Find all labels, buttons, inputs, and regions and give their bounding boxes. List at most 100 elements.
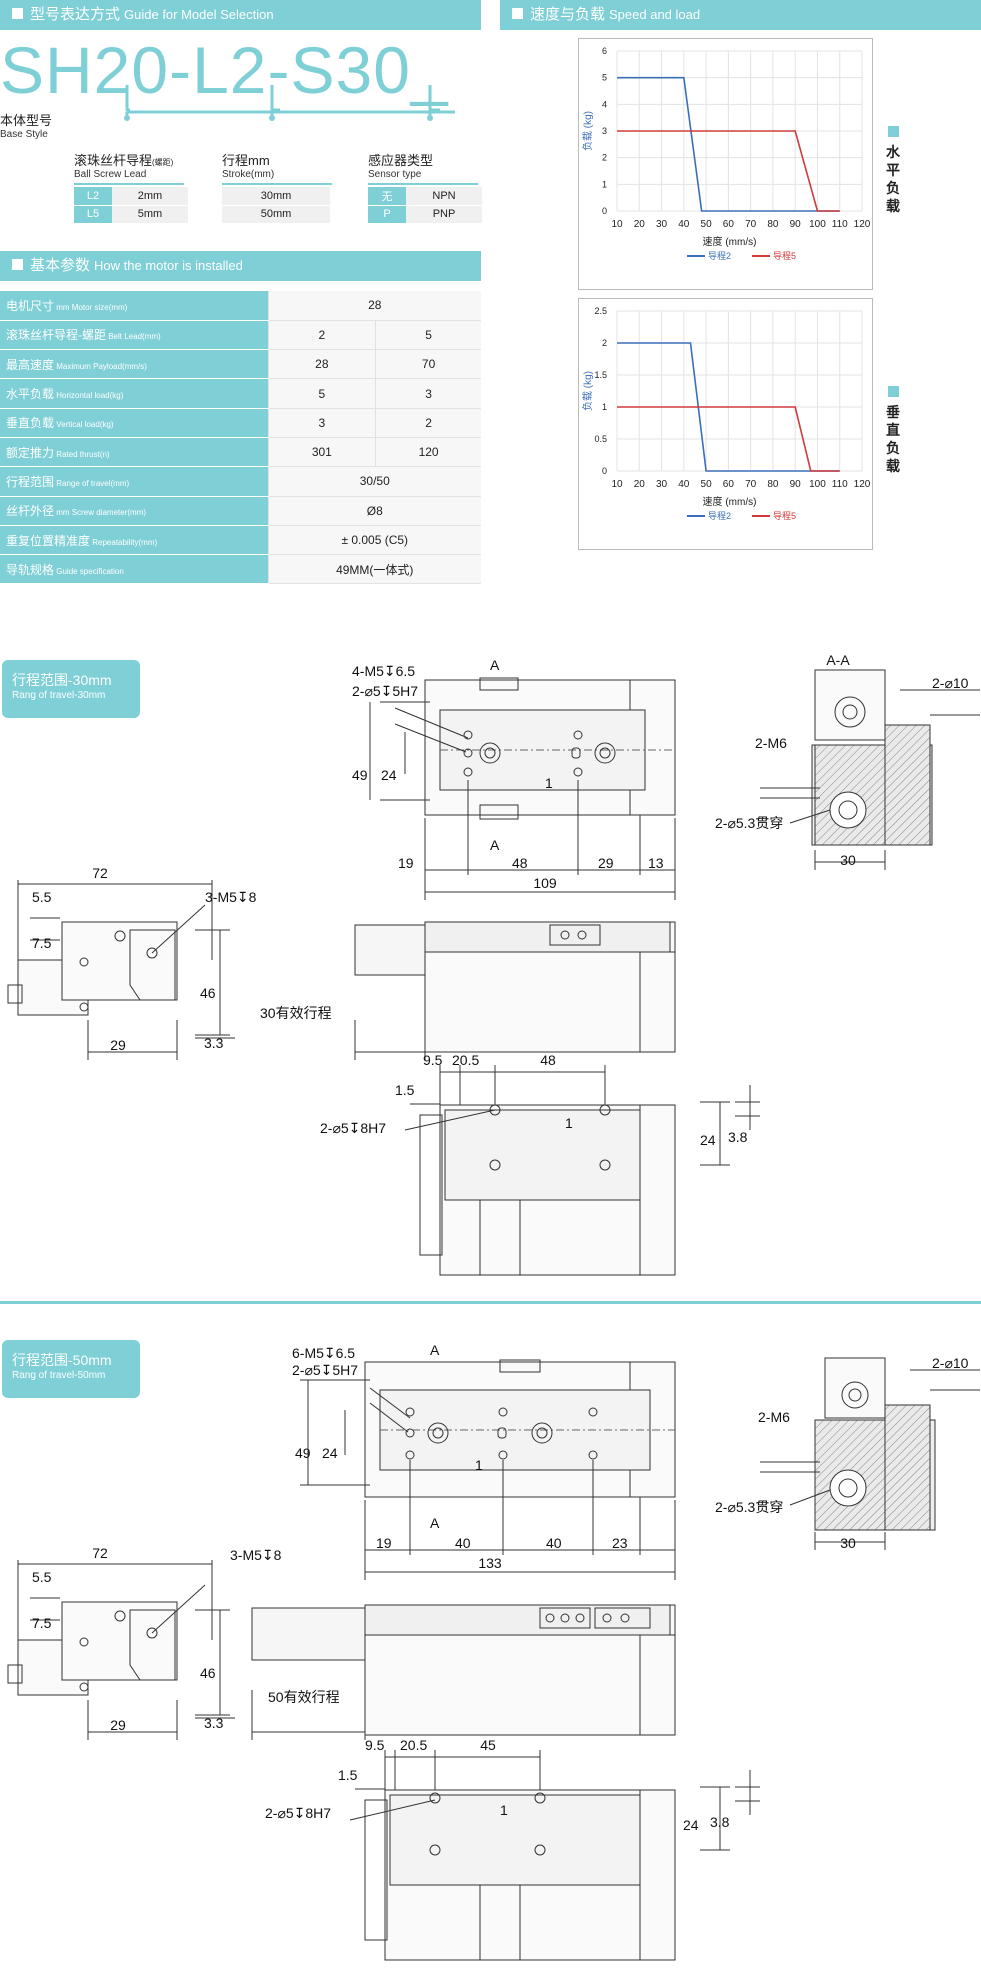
param-label: 水平负载 Horizontal load(kg) [0, 378, 268, 409]
tag-cn: 行程范围-30mm [12, 672, 112, 688]
legend-label: 导程5 [773, 251, 796, 261]
base-en: Base Style [0, 129, 48, 140]
dimension-label: 3.8 [710, 1814, 730, 1830]
dimension-label: 24 [381, 767, 397, 783]
table-row: 电机尺寸 mm Motor size(mm)28 [0, 291, 481, 321]
y-tick-label: 0 [602, 206, 607, 216]
horizontal-load-tag: 水平负载 [885, 126, 901, 215]
param-value: 28 [267, 349, 376, 380]
tag-en: Rang of travel-30mm [12, 690, 106, 701]
cell: 2mm [112, 187, 188, 206]
x-tick-label: 10 [611, 479, 623, 490]
tag-cn: 行程范围-50mm [12, 1352, 112, 1368]
square-bullet-icon [887, 126, 899, 137]
dimension-label: 3.3 [204, 1715, 224, 1731]
cell: L2 [74, 187, 112, 206]
tag-char: 载 [886, 198, 900, 214]
sensor-group: 感应器类型 Sensor type [368, 150, 478, 185]
y-tick-label: 2.5 [594, 306, 607, 316]
screw-cn: 滚珠丝杆导程(螺距) [74, 150, 184, 169]
param-label: 行程范围 Range of travel(mm) [0, 466, 268, 497]
y-tick-label: 0.5 [594, 434, 607, 444]
param-cn: 重复位置精准度 [6, 533, 91, 548]
param-value: 30/50 [267, 466, 481, 497]
x-tick-label: 30 [656, 219, 668, 230]
square-bullet-icon [512, 8, 523, 19]
cell: 5mm [112, 205, 188, 224]
header-en: Speed and load [609, 7, 701, 22]
dimension-label: 13 [648, 855, 664, 871]
dimension-label: 7.5 [32, 1615, 52, 1631]
dimension-label: 2-M6 [758, 1409, 790, 1425]
dimension-label: 109 [533, 875, 557, 891]
dimension-label: 2-⌀5↧8H7 [320, 1120, 386, 1136]
dimension-label: 2-⌀5↧5H7 [352, 683, 418, 699]
legend-label: 导程2 [708, 511, 731, 521]
dimension-label: 48 [540, 1052, 556, 1068]
dimension-label: 29 [598, 855, 614, 871]
param-value: ± 0.005 (C5) [267, 525, 481, 556]
x-tick-label: 50 [701, 479, 713, 490]
x-tick-label: 90 [790, 479, 802, 490]
param-cn: 额定推力 [6, 445, 55, 460]
dimension-label: 3.3 [204, 1035, 224, 1051]
param-cn: 垂直负载 [6, 416, 55, 431]
tag-char: 直 [886, 422, 900, 438]
dimension-label: 24 [322, 1445, 338, 1461]
series-line [617, 130, 840, 212]
y-tick-label: 5 [602, 73, 607, 83]
y-tick-label: 2 [602, 153, 607, 163]
param-cn: 最高速度 [6, 357, 55, 372]
dimension-label: 133 [478, 1555, 502, 1571]
series-line [617, 406, 840, 472]
dimension-label: A [430, 1515, 440, 1531]
param-cn: 滚珠丝杆导程-螺距 [6, 328, 106, 343]
tag-char: 载 [886, 458, 900, 474]
header-en: Guide for Model Selection [124, 7, 274, 22]
param-value: 28 [267, 291, 481, 321]
param-value: 70 [375, 349, 481, 380]
dimension-label: 4-M5↧6.5 [352, 663, 415, 679]
dimension-label: 9.5 [365, 1737, 385, 1753]
x-tick-label: 110 [832, 479, 848, 490]
tag-text: 垂直负载 [885, 403, 901, 475]
param-en: Maximum Payload(mm/s) [54, 361, 147, 371]
param-value: 49MM(一体式) [267, 554, 481, 585]
y-tick-label: 1 [602, 402, 607, 412]
series-line [617, 76, 840, 212]
param-value: Ø8 [267, 496, 481, 526]
x-tick-label: 120 [854, 479, 871, 490]
table-row: 30mm [222, 187, 330, 206]
dimension-label: 1 [475, 1457, 483, 1473]
table-row: 丝杆外径 mm Screw diameter(mm)Ø8 [0, 496, 481, 526]
screw-cn-text: 滚珠丝杆导程 [74, 153, 153, 168]
dimension-label: 24 [683, 1817, 699, 1833]
param-value: 5 [375, 320, 481, 351]
param-value: 2 [267, 320, 376, 351]
param-en: Range of travel(mm) [54, 478, 130, 488]
table-row: 重复位置精准度 Repeatability(mm)± 0.005 (C5) [0, 525, 481, 556]
dimension-label: 3.8 [728, 1129, 748, 1145]
dimension-label: A [490, 657, 500, 673]
vertical-load-tag: 垂直负载 [885, 386, 901, 475]
dimension-label: 72 [92, 1545, 108, 1561]
dimension-label: 50有效行程 [268, 1689, 340, 1705]
param-label: 电机尺寸 mm Motor size(mm) [0, 291, 268, 321]
dimension-label: 24 [700, 1132, 716, 1148]
cell: 30mm [222, 187, 330, 206]
section-divider [0, 1301, 981, 1304]
param-label: 重复位置精准度 Repeatability(mm) [0, 525, 268, 556]
x-tick-label: 90 [790, 219, 802, 230]
x-tick-label: 60 [723, 219, 735, 230]
param-value: 120 [375, 437, 481, 468]
dimension-label: 49 [352, 767, 368, 783]
y-tick-label: 1 [602, 179, 607, 189]
y-tick-label: 6 [602, 46, 607, 56]
dimension-label: 29 [110, 1717, 126, 1733]
param-en: mm Motor size(mm) [54, 302, 128, 312]
